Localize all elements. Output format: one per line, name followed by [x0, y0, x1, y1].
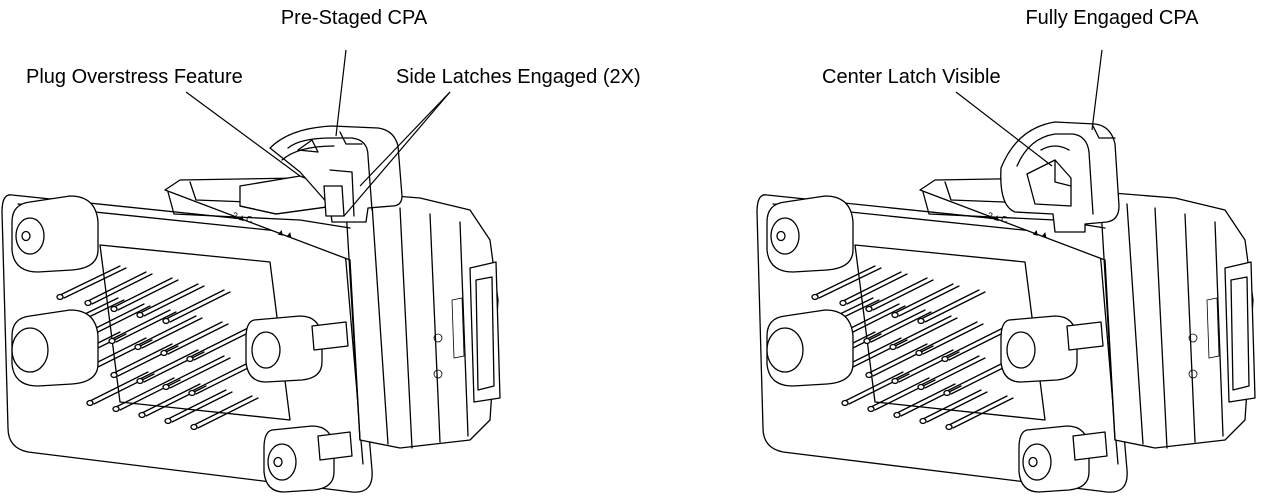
leader-side-latches-b — [343, 91, 451, 217]
figure-fully-engaged — [756, 121, 1256, 493]
label-center-latch-visible: Center Latch Visible — [822, 66, 1001, 88]
label-side-latches-engaged: Side Latches Engaged (2X) — [396, 66, 641, 88]
leader-fully-engaged-cpa — [1091, 49, 1103, 131]
center-latch — [1026, 159, 1072, 207]
leader-center-latch — [955, 91, 1053, 167]
leader-plug-overstress — [185, 91, 301, 177]
label-fully-engaged-cpa: Fully Engaged CPA — [1025, 7, 1199, 29]
label-pre-staged-cpa: Pre-Staged CPA — [281, 7, 428, 29]
leader-lines — [185, 49, 1103, 217]
label-plug-overstress-feature: Plug Overstress Feature — [26, 66, 243, 88]
leader-side-latches-a — [359, 91, 451, 187]
leader-pre-staged-cpa — [335, 49, 347, 137]
figure-pre-staged — [1, 125, 501, 493]
cpa-pre-staged — [269, 125, 403, 223]
callout-labels: Pre-Staged CPA Plug Overstress Feature S… — [26, 7, 1199, 88]
